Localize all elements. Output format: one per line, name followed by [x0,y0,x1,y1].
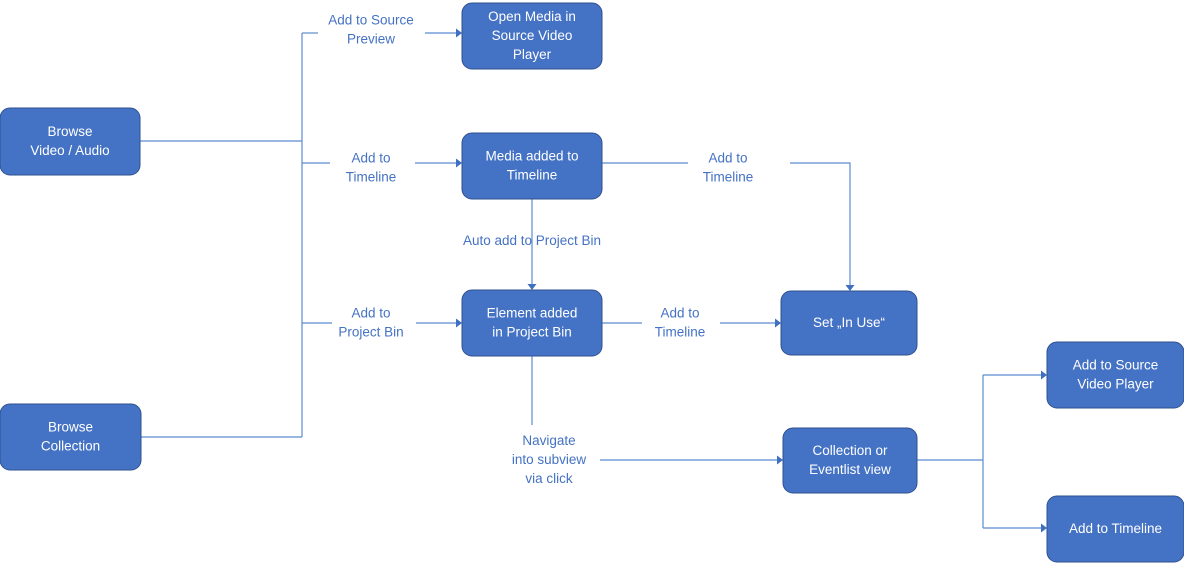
node-media-added-to-timeline[interactable]: Media added to Timeline [461,132,603,200]
node-label-line: in Project Bin [492,324,572,339]
connector-element-added-to-set-in-use [602,318,781,328]
node-shape[interactable] [782,427,918,494]
edge-label-add-to-timeline-right: Add to Timeline [703,150,754,184]
edge-label-line: Auto add to Project Bin [463,233,601,248]
edge-label-line: Timeline [655,324,706,339]
node-label: Media added to Timeline [485,148,578,182]
node-label-line: Eventlist view [809,462,891,477]
node-shape[interactable] [1046,341,1184,409]
node-shape[interactable] [461,132,603,200]
node-label: Collection or Eventlist view [809,443,891,477]
connector-media-added-to-element-added [527,199,537,290]
node-label-line: Element added [487,305,578,320]
edge-label-add-to-timeline-top: Add to Timeline [346,150,397,184]
node-label-line: Collection [41,438,100,453]
connector-media-added-to-set-in-use [602,162,855,291]
arrowhead-icon [1041,370,1047,380]
edge-label-line: Add to [351,305,390,320]
connector-arrow-to-add-to-timeline [1041,523,1047,533]
arrowhead-icon [775,318,781,328]
edge-label-line: via click [525,471,573,486]
connectors-layer [140,28,1047,533]
node-label-line: Media added to [485,148,578,163]
arrowhead-icon [845,285,855,291]
node-label-line: Browse [47,124,92,139]
edge-label-add-to-project-bin: Add to Project Bin [338,305,403,339]
connector-arrow-to-open-media [425,28,462,38]
node-add-to-timeline-endpoint[interactable]: Add to Timeline [1046,495,1184,563]
node-label-line: Collection or [812,443,888,458]
node-label-line: Video Player [1077,376,1154,391]
arrowhead-icon [456,28,462,38]
edge-label-line: Timeline [703,169,754,184]
arrowhead-icon [1041,523,1047,533]
node-label-line: Source Video [492,28,573,43]
edge-label-line: Navigate [522,433,575,448]
node-shape[interactable] [780,290,918,356]
node-element-added-in-project-bin[interactable]: Element added in Project Bin [461,289,603,357]
connector-arrow-to-element-added [416,318,462,328]
edge-label-auto-add-to-project-bin: Auto add to Project Bin [463,233,601,248]
edge-label-line: Timeline [346,169,397,184]
edge-label-line: Add to [351,150,390,165]
node-label-line: Add to Source [1073,357,1159,372]
node-shape[interactable] [461,289,603,357]
connector-navigate-to-collection-view [600,455,783,465]
connector-line [602,162,851,285]
edge-label-line: Add to [708,150,747,165]
connector-collection-view-split [917,374,1041,529]
connector-arrow-to-add-source-video-player [1041,370,1047,380]
arrowhead-icon [527,284,537,290]
node-label: Element added in Project Bin [487,305,578,339]
edge-label-line: Preview [347,31,395,46]
node-label-line: Browse [48,419,93,434]
connector-arrow-to-media-added [415,158,462,168]
edge-label-line: into subview [512,452,587,467]
edge-label-navigate-into-subview-via-click: Navigate into subview via click [512,433,587,486]
node-label: Set „In Use“ [813,315,885,330]
arrowhead-icon [456,158,462,168]
node-label: Add to Timeline [1069,521,1162,536]
node-label-line: Add to Timeline [1069,521,1162,536]
node-label-line: Open Media in [488,9,576,24]
node-shape[interactable] [0,107,141,176]
edge-label-line: Add to Source [328,12,414,27]
node-collection-or-eventlist-view[interactable]: Collection or Eventlist view [782,427,918,494]
node-label-line: Set „In Use“ [813,315,885,330]
edge-label-line: Project Bin [338,324,403,339]
connector-line [917,374,1041,529]
node-set-in-use[interactable]: Set „In Use“ [780,290,918,356]
node-shape[interactable] [1046,495,1184,563]
node-shape[interactable] [0,403,142,471]
edge-label-add-to-timeline-mid: Add to Timeline [655,305,706,339]
node-label-line: Player [513,47,552,62]
edge-label-line: Add to [660,305,699,320]
node-label-line: Timeline [507,167,558,182]
arrowhead-icon [777,455,783,465]
node-label-line: Video / Audio [30,143,109,158]
arrowhead-icon [456,318,462,328]
node-shape[interactable] [461,2,603,70]
